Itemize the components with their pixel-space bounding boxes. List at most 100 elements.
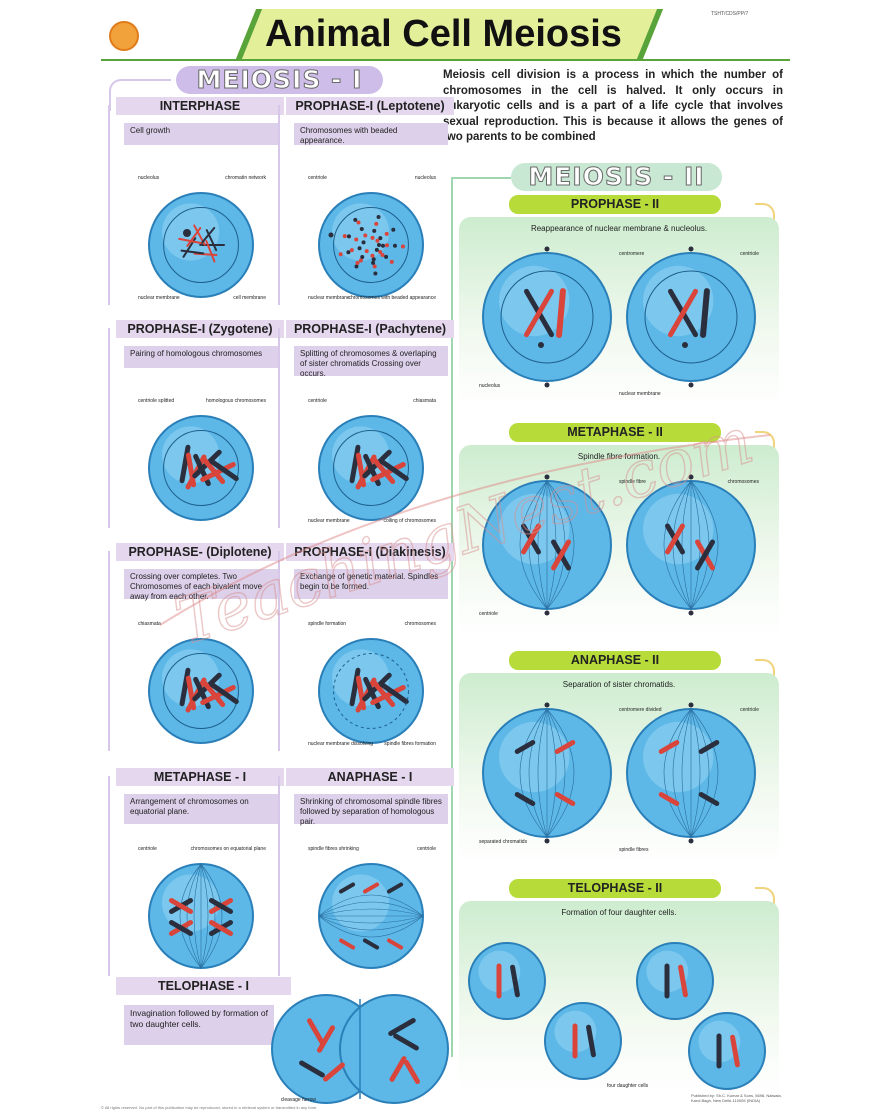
- intro-text: Meiosis cell division is a process in wh…: [443, 69, 783, 143]
- diagram-label: centriole: [740, 707, 759, 713]
- panel-title: ANAPHASE - II: [509, 651, 721, 670]
- chromosome: [370, 679, 396, 707]
- nuclear-membrane: [333, 430, 409, 506]
- panel-description: Splitting of chromosomes & overlaping of…: [294, 346, 448, 378]
- chromosome: [205, 240, 216, 263]
- panel-title: TELOPHASE - II: [509, 879, 721, 898]
- panel-title: METAPHASE - II: [509, 423, 721, 442]
- stage-diagram: four daughter cells: [468, 942, 766, 1090]
- diagram-label: four daughter cells: [607, 1083, 649, 1089]
- chromosome: [379, 681, 409, 705]
- panel-rail: [278, 776, 292, 976]
- chromosome: [678, 964, 688, 998]
- panel-title: PROPHASE - II: [509, 195, 721, 214]
- chromosome: [307, 1018, 325, 1046]
- cell: [688, 1012, 766, 1090]
- cell-highlight: [499, 721, 570, 793]
- panel-description: Reappearance of nuclear membrane & nucle…: [530, 224, 708, 233]
- centriole: [544, 610, 550, 616]
- chromosome: [524, 288, 554, 338]
- diagram-label: centromere: [619, 251, 645, 257]
- spindle-fibre: [690, 708, 719, 838]
- cell: [468, 942, 546, 1020]
- page-title: Animal Cell Meiosis: [265, 13, 622, 55]
- spindle-fibre: [200, 863, 223, 969]
- nucleolus: [538, 342, 544, 348]
- spindle-fibre: [519, 480, 548, 610]
- diagram-label: nuclear membrane: [619, 391, 661, 397]
- centriole: [688, 246, 694, 252]
- spindle-fibre: [690, 708, 710, 838]
- chart-code: TSHT/CDS/PP/7: [711, 11, 749, 17]
- diagram-label: chromosomes: [405, 621, 437, 627]
- nucleolus: [368, 465, 374, 471]
- diagram-label: nucleolus: [138, 175, 160, 181]
- cell: [318, 192, 424, 298]
- chromosome: [658, 740, 680, 754]
- chromatin-bead: [376, 215, 381, 220]
- panel-title: PROPHASE-I (Pachytene): [286, 320, 454, 338]
- panel-description: Shrinking of chromosomal spindle fibres …: [294, 794, 448, 826]
- panel-title: PROPHASE-I (Diakinesis): [286, 543, 454, 561]
- section2-rail: [451, 177, 453, 1057]
- spindle-fibre: [318, 908, 424, 917]
- nucleolus: [198, 688, 204, 694]
- spindle-fibre: [528, 708, 548, 838]
- spindle-fibre: [546, 708, 575, 838]
- chromosome: [370, 685, 406, 705]
- chromosome: [379, 458, 409, 482]
- chromatin-bead: [349, 248, 354, 253]
- chromosome: [208, 898, 234, 914]
- chromosome: [317, 1025, 335, 1053]
- chromatin-bead: [338, 252, 343, 257]
- centriole: [544, 474, 550, 480]
- chromatin-bead: [384, 254, 389, 259]
- watermark: TeachingNest.com: [159, 403, 771, 661]
- chromatin-bead: [372, 228, 377, 233]
- spindle-fibre: [318, 894, 424, 917]
- chromatin-bead: [391, 227, 396, 232]
- chromosome: [554, 740, 576, 754]
- chromosome: [551, 539, 571, 571]
- panel-description: Invagination followed by formation of tw…: [124, 1005, 274, 1045]
- nucleolus: [682, 342, 688, 348]
- nuclear-membrane: [500, 270, 594, 364]
- nuclear-membrane: [163, 653, 239, 729]
- nuclear-membrane: [333, 207, 409, 283]
- chromosome: [200, 685, 236, 705]
- panel-title: PROPHASE- (Diplotene): [116, 543, 284, 561]
- chromosome: [370, 456, 396, 484]
- centriole: [688, 474, 694, 480]
- diagram-label: chromatin network: [225, 175, 266, 181]
- panel-description: Exchange of genetic material. Spindles b…: [294, 569, 448, 599]
- spindle-fibre: [179, 863, 202, 969]
- nuclear-membrane: [163, 430, 239, 506]
- panel-rail: [278, 551, 292, 751]
- chromosome: [200, 456, 226, 484]
- panel-meiosis1: PROPHASE-I (Diakinesis) Exchange of genet…: [278, 543, 454, 758]
- chromosome: [668, 288, 698, 338]
- chromosome: [179, 444, 191, 484]
- panel-meiosis2: PROPHASE - II Reappearance of nuclear mem…: [459, 195, 779, 413]
- nuclear-membrane: [644, 270, 738, 364]
- chromosome: [389, 1056, 407, 1082]
- chromosome: [179, 667, 191, 707]
- chromosome: [658, 792, 680, 806]
- chromatin-bead: [380, 252, 385, 257]
- centriole: [688, 382, 694, 388]
- nuclear-membrane: [163, 207, 239, 283]
- diagram-label: nucleolus: [479, 383, 501, 389]
- stage-diagram: chiasmata: [138, 621, 254, 744]
- panel-description: Formation of four daughter cells.: [561, 908, 677, 917]
- chromosome: [386, 882, 404, 894]
- spindle-fibre: [663, 480, 692, 610]
- chromosome: [180, 249, 205, 255]
- cell: [148, 415, 254, 521]
- diagram-label: chromosomes: [728, 479, 760, 485]
- diagram-label: centromere divided: [619, 707, 662, 713]
- chromosome: [514, 740, 536, 754]
- daughter-cell: [339, 994, 449, 1104]
- panel-rail: [278, 105, 292, 305]
